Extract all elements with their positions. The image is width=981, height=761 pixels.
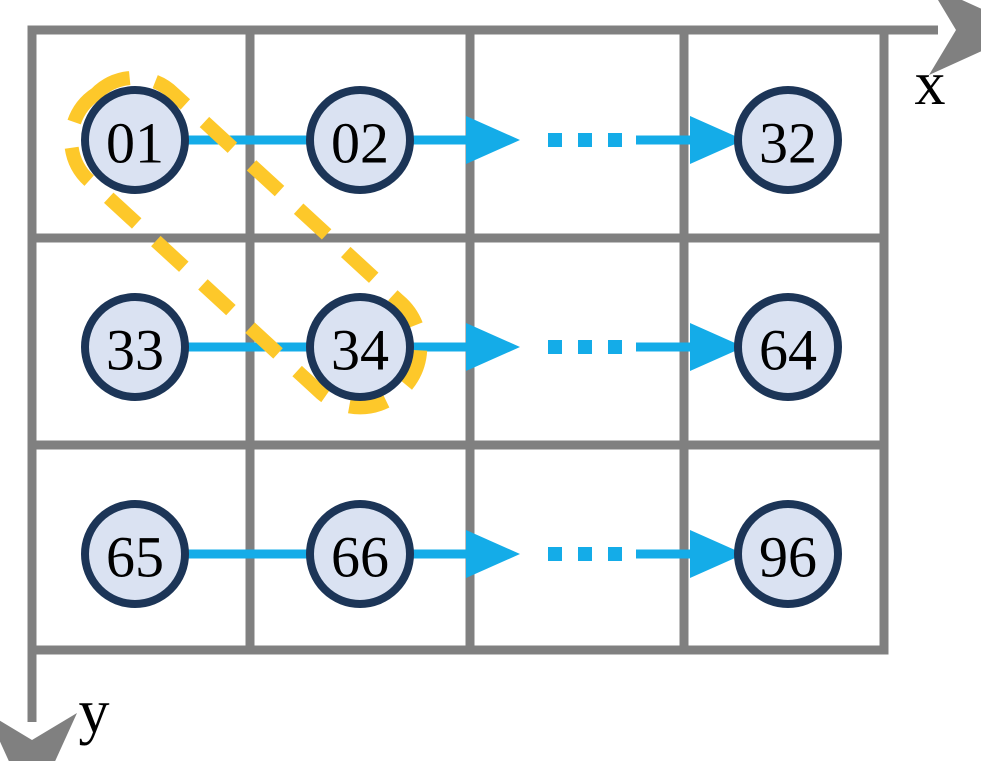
node-64[interactable]: 64 [734, 293, 842, 401]
row-2-connectors [180, 323, 744, 371]
y-axis-label: y [79, 678, 110, 746]
ellipsis-dot-row2-2 [578, 340, 592, 354]
node-label: 33 [106, 318, 164, 383]
arrowhead-row2-right [690, 323, 744, 371]
node-circle[interactable] [81, 500, 189, 608]
node-circle[interactable] [306, 500, 414, 608]
node-label: 96 [759, 525, 817, 590]
ellipsis-dot-row1-2 [578, 133, 592, 147]
highlight-capsule-group [64, 70, 428, 415]
node-34[interactable]: 34 [306, 293, 414, 401]
node-circle[interactable] [81, 86, 189, 194]
ellipsis-dot-row2-1 [548, 340, 562, 354]
ellipsis-dot-row2-3 [608, 340, 622, 354]
node-label: 01 [106, 111, 164, 176]
ellipsis-dot-row3-1 [548, 547, 562, 561]
x-axis-label: x [915, 50, 946, 118]
grid-outer-border [27, 25, 889, 655]
node-label: 66 [331, 525, 389, 590]
node-01[interactable]: 01 [81, 86, 189, 194]
node-65[interactable]: 65 [81, 500, 189, 608]
arrowhead-row1-right [690, 116, 744, 164]
ellipsis-dot-row1-3 [608, 133, 622, 147]
node-label: 65 [106, 525, 164, 590]
node-label: 32 [759, 111, 817, 176]
node-label: 02 [331, 111, 389, 176]
node-32[interactable]: 32 [734, 86, 842, 194]
node-circle[interactable] [734, 86, 842, 194]
node-96[interactable]: 96 [734, 500, 842, 608]
node-33[interactable]: 33 [81, 293, 189, 401]
node-circle[interactable] [734, 500, 842, 608]
arrowhead-row2-left [466, 323, 520, 371]
highlight-dashed-capsule [64, 70, 428, 415]
node-circle[interactable] [81, 293, 189, 401]
row-1-connectors [180, 116, 744, 164]
arrowhead-row3-left [466, 530, 520, 578]
ellipsis-dot-row3-2 [578, 547, 592, 561]
node-label: 34 [331, 318, 389, 383]
row-3-connectors [180, 530, 744, 578]
node-circle[interactable] [306, 86, 414, 194]
node-label: 64 [759, 318, 817, 383]
node-66[interactable]: 66 [306, 500, 414, 608]
node-circle[interactable] [734, 293, 842, 401]
node-02[interactable]: 02 [306, 86, 414, 194]
arrowhead-row1-left [466, 116, 520, 164]
node-circle[interactable] [306, 293, 414, 401]
ellipsis-dot-row3-3 [608, 547, 622, 561]
arrowhead-row3-right [690, 530, 744, 578]
ellipsis-dot-row1-1 [548, 133, 562, 147]
